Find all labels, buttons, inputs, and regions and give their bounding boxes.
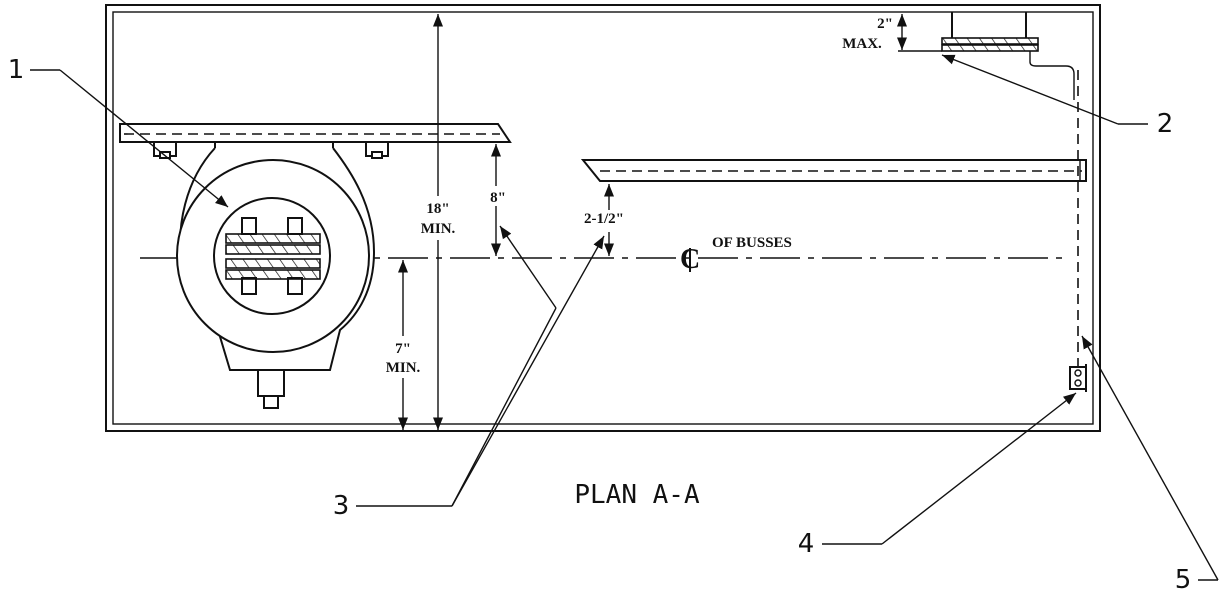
ground-terminal xyxy=(1069,364,1087,392)
dimension-7in: 7" MIN. xyxy=(380,260,426,430)
dimension-2in: 2" MAX. xyxy=(842,14,942,52)
dim-18-value: 18" xyxy=(426,201,449,217)
callout-4: 4 xyxy=(798,392,1077,559)
callout-2-number: 2 xyxy=(1157,109,1174,139)
callout-5: 5 xyxy=(1081,335,1219,595)
enclosure-outline xyxy=(105,4,1101,432)
top-bus-connection xyxy=(941,12,1079,375)
centerline-label: OF BUSSES xyxy=(712,235,792,251)
dim-2-1-2-value: 2-1/2" xyxy=(584,211,624,227)
current-transformer xyxy=(176,141,376,409)
dimension-18in: 18" MIN. xyxy=(414,14,462,430)
drawing-title: PLAN A-A xyxy=(574,480,700,510)
centerline-symbol: C xyxy=(680,244,700,275)
right-barrier xyxy=(580,159,1087,182)
dim-2-note: MAX. xyxy=(842,36,882,52)
dim-2-value: 2" xyxy=(877,16,893,32)
dim-18-note: MIN. xyxy=(421,221,456,237)
dim-8-value: 8" xyxy=(490,190,506,206)
callout-4-number: 4 xyxy=(798,529,815,559)
dimension-8in: 8" xyxy=(484,144,510,256)
callout-1: 1 xyxy=(8,55,229,208)
callout-3: 3 xyxy=(333,225,605,521)
callout-2: 2 xyxy=(941,54,1174,139)
dim-7-note: MIN. xyxy=(386,360,421,376)
dim-7-value: 7" xyxy=(395,341,411,357)
dimension-2-1-2in: 2-1/2" xyxy=(584,184,624,256)
callout-1-number: 1 xyxy=(8,55,25,85)
callout-5-number: 5 xyxy=(1175,565,1192,595)
callout-3-number: 3 xyxy=(333,491,350,521)
